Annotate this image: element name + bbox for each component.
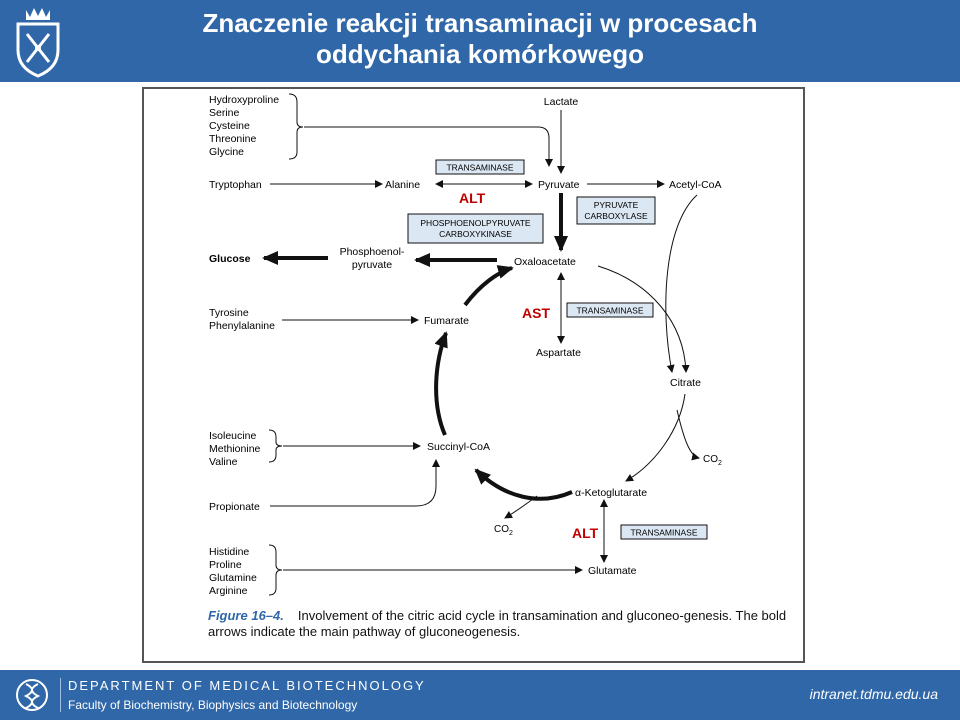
aa-serine: Serine: [209, 107, 240, 119]
aa-threonine: Threonine: [209, 133, 256, 145]
bold-arc-fumarate-oxaloacetate: [463, 265, 514, 307]
metabolite-oxaloacetate: Oxaloacetate: [514, 256, 576, 268]
brace-glutamate: [268, 544, 283, 596]
aa-cysteine: Cysteine: [209, 120, 250, 132]
footer-divider: [60, 678, 61, 712]
enzyme-label: TRANSAMINASE: [630, 528, 697, 538]
header-bar: Znaczenie reakcji transaminacji w proces…: [0, 0, 960, 82]
metabolite-alanine: Alanine: [385, 179, 420, 191]
enzyme-label: TRANSAMINASE: [576, 306, 643, 316]
bold-arc-succinylcoa-fumarate: [434, 331, 448, 436]
metabolite-co2-bottom: CO2: [494, 524, 513, 537]
enzyme-label: TRANSAMINASE: [446, 163, 513, 173]
annotation-alt-bottom: ALT: [572, 525, 599, 541]
title-line-2: oddychania komórkowego: [316, 39, 644, 69]
footer-url: intranet.tdmu.edu.ua: [809, 686, 938, 702]
enzyme-pyruvate-carboxylase: PYRUVATE CARBOXYLASE: [576, 196, 656, 225]
enzyme-label: CARBOXYKINASE: [439, 229, 512, 239]
department-name: DEPARTMENT OF MEDICAL BIOTECHNOLOGY: [68, 678, 426, 693]
aa-phenylalanine: Phenylalanine: [209, 320, 275, 332]
aa-methionine: Methionine: [209, 443, 261, 455]
caption-text: Involvement of the citric acid cycle in …: [208, 608, 787, 639]
metabolite-glucose: Glucose: [209, 253, 251, 265]
aa-glutamine: Glutamine: [209, 572, 257, 584]
metabolite-alpha-ketoglutarate: α-Ketoglutarate: [575, 487, 647, 499]
metabolite-citrate: Citrate: [670, 377, 701, 389]
brace-succinyl: [268, 429, 283, 463]
aa-arginine: Arginine: [209, 585, 248, 597]
arc-citrate-alphakg: [625, 393, 686, 482]
page-title: Znaczenie reakcji transaminacji w proces…: [80, 8, 880, 70]
figure-frame: [142, 87, 805, 663]
arrow-co2-release-right: [676, 409, 700, 461]
arrow-acetylcoa-citrate: [665, 194, 698, 373]
annotation-ast: AST: [522, 305, 550, 321]
figure-label: Figure 16–4.: [208, 608, 284, 623]
aa-proline: Proline: [209, 559, 242, 571]
metabolite-succinyl-coa: Succinyl-CoA: [427, 441, 490, 453]
faculty-name: Faculty of Biochemistry, Biophysics and …: [68, 698, 358, 712]
aa-tyrosine: Tyrosine: [209, 307, 249, 319]
aa-valine: Valine: [209, 456, 238, 468]
metabolite-pep-line1: Phosphoenol-: [340, 246, 405, 258]
arrow-propionate-succinylcoa: [270, 459, 440, 507]
footer-bar: DEPARTMENT OF MEDICAL BIOTECHNOLOGY Facu…: [0, 670, 960, 720]
metabolite-acetyl-coa: Acetyl-CoA: [669, 179, 722, 191]
enzyme-transaminase-ast: TRANSAMINASE: [566, 302, 654, 318]
arc-oxaloacetate-citrate: [597, 265, 690, 373]
arrow-co2-release-bottom: [504, 495, 538, 519]
enzyme-transaminase-alt-bottom: TRANSAMINASE: [620, 524, 708, 540]
title-line-1: Znaczenie reakcji transaminacji w proces…: [202, 8, 758, 38]
metabolite-tryptophan: Tryptophan: [209, 179, 262, 191]
arrow-group-to-pyruvate: [304, 126, 553, 167]
bold-arc-alphakg-succinylcoa: [474, 468, 573, 501]
metabolite-glutamate: Glutamate: [588, 565, 637, 577]
enzyme-label: PYRUVATE: [594, 200, 639, 210]
enzyme-pep-carboxykinase: PHOSPHOENOLPYRUVATE CARBOXYKINASE: [407, 213, 544, 244]
metabolite-fumarate: Fumarate: [424, 315, 469, 327]
aa-glycine: Glycine: [209, 146, 244, 158]
brace-pyruvate: [288, 93, 304, 160]
metabolite-pep-line2: pyruvate: [352, 259, 392, 271]
university-crest-icon: [16, 8, 60, 78]
aa-histidine: Histidine: [209, 546, 249, 558]
metabolite-propionate: Propionate: [209, 501, 260, 513]
annotation-alt-top: ALT: [459, 190, 486, 206]
metabolite-co2-right: CO2: [703, 454, 722, 467]
metabolite-lactate: Lactate: [544, 96, 579, 108]
amino-group-pyruvate: Hydroxyproline Serine Cysteine Threonine…: [209, 93, 553, 167]
enzyme-transaminase-alt: TRANSAMINASE: [435, 159, 525, 175]
aa-hydroxyproline: Hydroxyproline: [209, 94, 279, 106]
aa-isoleucine: Isoleucine: [209, 430, 256, 442]
metabolite-pyruvate: Pyruvate: [538, 179, 580, 191]
enzyme-label: CARBOXYLASE: [584, 211, 648, 221]
department-logo-icon: [16, 679, 48, 711]
metabolite-aspartate: Aspartate: [536, 347, 581, 359]
figure-caption: Figure 16–4.Involvement of the citric ac…: [208, 608, 788, 640]
enzyme-label: PHOSPHOENOLPYRUVATE: [420, 218, 531, 228]
